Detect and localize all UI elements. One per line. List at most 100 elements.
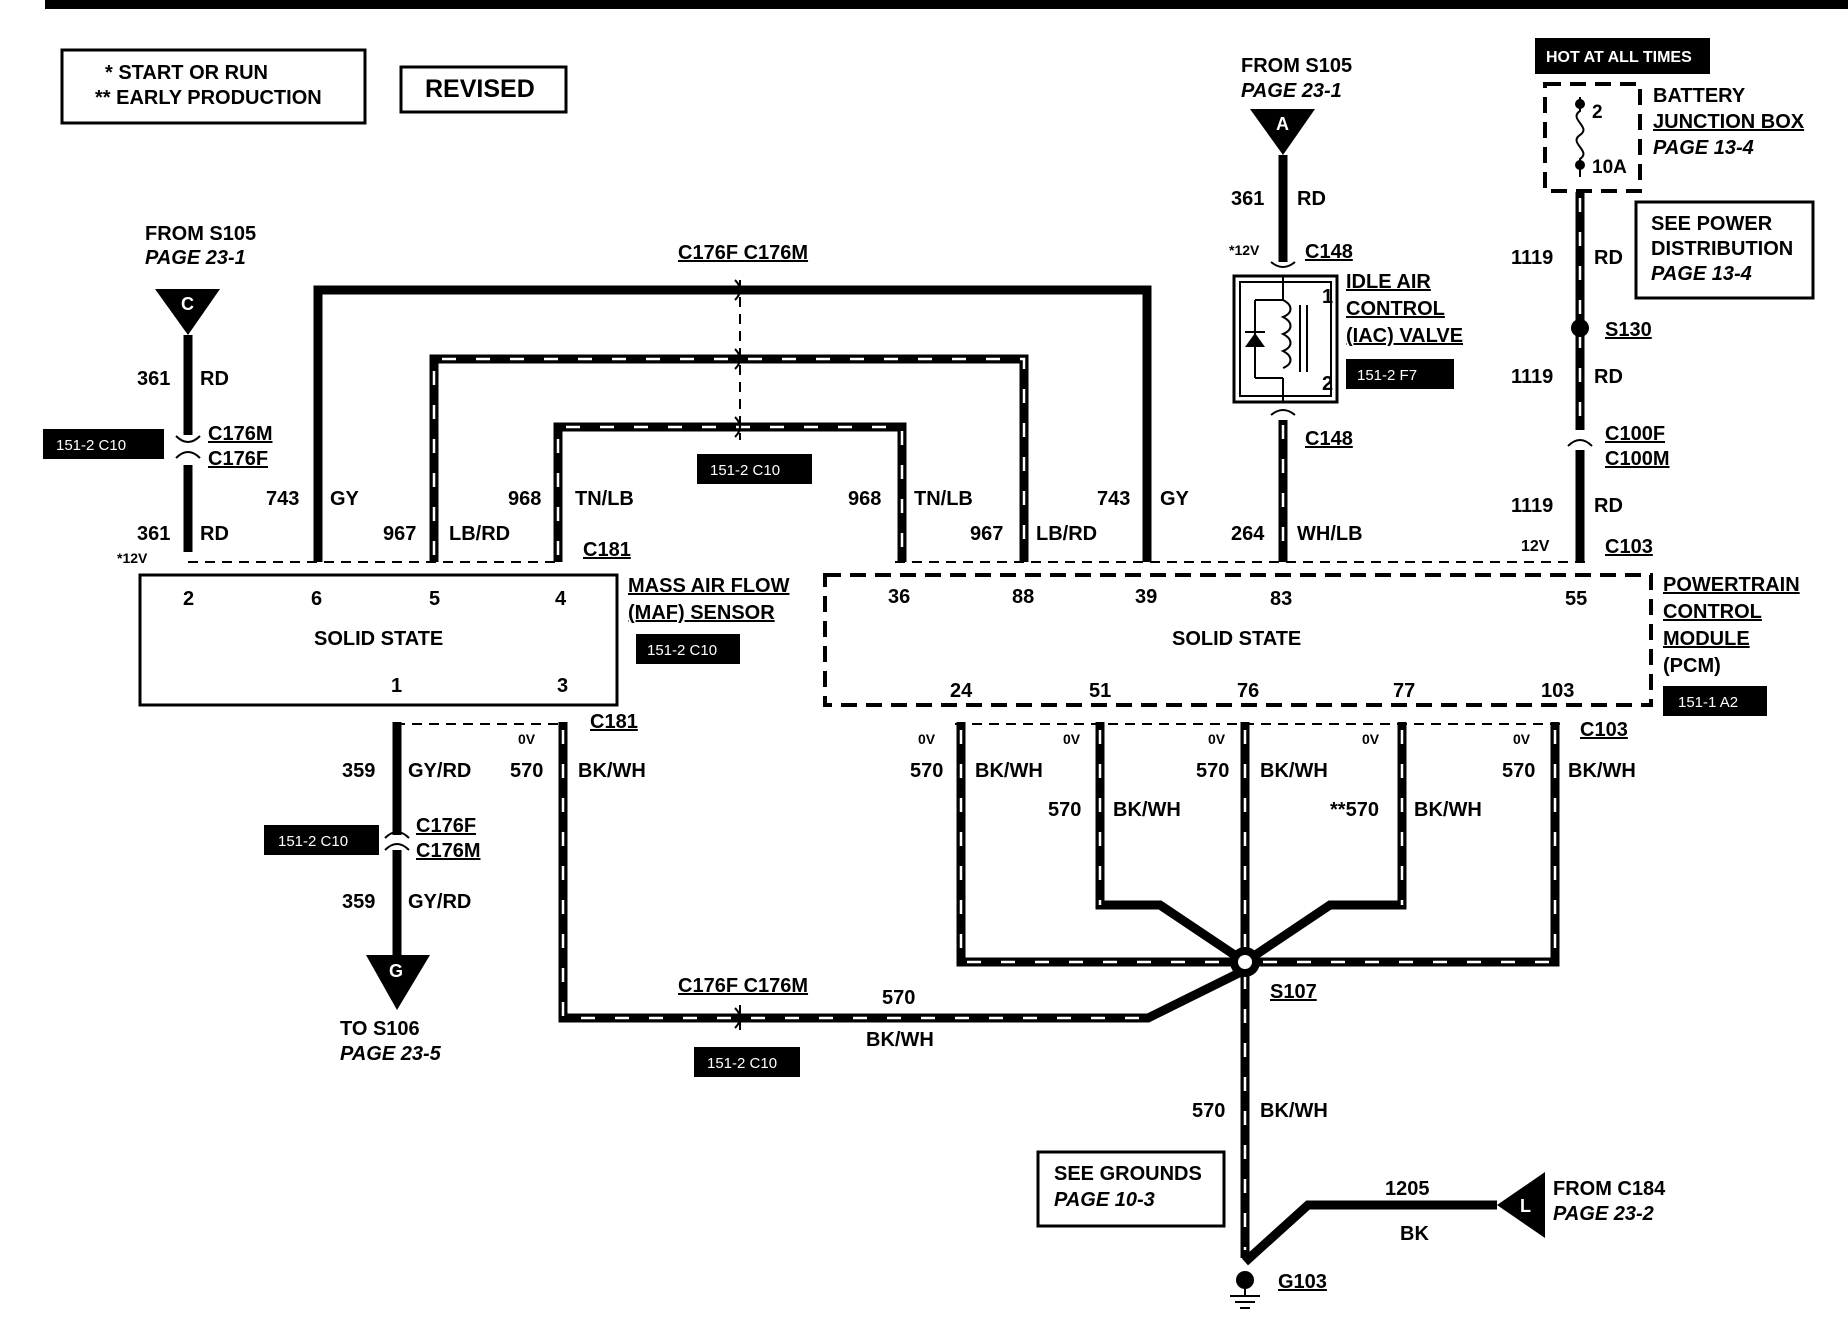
- label-pcm-l2: CONTROL: [1663, 601, 1762, 623]
- label-wires-tnlb: TN/LB: [575, 488, 634, 510]
- battery-junction-box: 2 10A BATTERY JUNCTION BOX PAGE 13-4: [1543, 82, 1805, 193]
- connector-g: G TO S106 PAGE 23-5: [340, 955, 442, 1065]
- label-maf-pins-5: 3: [557, 675, 568, 697]
- label-conn-c-from: FROM S105: [145, 223, 256, 245]
- label-voltages-v0: 0V: [1513, 731, 1531, 747]
- label-connectors-c148: C148: [1305, 428, 1353, 450]
- label-voltages-v0: 0V: [1063, 731, 1081, 747]
- label-voltages-v12s: *12V: [1229, 242, 1260, 258]
- connector-l: L FROM C184 PAGE 23-2: [1497, 1172, 1666, 1238]
- label-wires-n570: 570: [1502, 760, 1535, 782]
- label-maf-pins-0: 2: [183, 588, 194, 610]
- label-wires-rd: RD: [1594, 247, 1623, 269]
- label-conn-a-from: FROM S105: [1241, 55, 1352, 77]
- label-voltages-v0: 0V: [518, 731, 536, 747]
- label-conn-c-letter: C: [181, 294, 194, 314]
- label-pcm-pins-top-3: 83: [1270, 588, 1292, 610]
- legend-line-2: ** EARLY PRODUCTION: [95, 87, 322, 109]
- label-connectors-c181: C181: [583, 539, 631, 561]
- maf-title-2: (MAF) SENSOR: [628, 602, 775, 624]
- label-voltages-v0: 0V: [1362, 731, 1380, 747]
- label-wires-bkwh: BK/WH: [1568, 760, 1636, 782]
- label-voltages-v12: 12V: [1521, 538, 1550, 555]
- see-power-box: SEE POWER DISTRIBUTION PAGE 13-4: [1634, 200, 1815, 300]
- label-wires-bkwh: BK/WH: [1260, 1100, 1328, 1122]
- label-wires-bkwh: BK/WH: [1113, 799, 1181, 821]
- label-wires-n570: 570: [1192, 1100, 1225, 1122]
- hot-at-all-times-tag: HOT AT ALL TIMES: [1535, 38, 1710, 74]
- label-wires-n743: 743: [266, 488, 299, 510]
- label-pcm-pins-bottom-3: 77: [1393, 680, 1415, 702]
- label-wires-n1119: 1119: [1511, 495, 1553, 517]
- label-wires-n361: 361: [137, 523, 170, 545]
- label-pcm-pins-bottom-4: 103: [1541, 680, 1574, 702]
- label-maf-ref: 151-2 C10: [647, 642, 717, 659]
- label-pcm-pins-bottom-2: 76: [1237, 680, 1259, 702]
- label-wires-bkwh: BK/WH: [1260, 760, 1328, 782]
- label-battery-junction-box-l2: JUNCTION BOX: [1653, 111, 1805, 133]
- label-wires-n1119: 1119: [1511, 366, 1553, 388]
- label-maf-state: SOLID STATE: [314, 628, 443, 650]
- label-battery-junction-box-fuse-num: 2: [1592, 102, 1603, 123]
- maf-title-1: MASS AIR FLOW: [628, 575, 790, 597]
- label-connectors-c100f: C100F: [1605, 423, 1665, 445]
- label-wires-lbrd: LB/RD: [449, 523, 510, 545]
- label-conn-g-to: TO S106: [340, 1018, 420, 1040]
- legend-box: * START OR RUN ** EARLY PRODUCTION: [60, 48, 367, 125]
- label-pcm-pins-top-4: 55: [1565, 588, 1587, 610]
- label-connectors-s130: S130: [1605, 319, 1652, 341]
- label-wires-bkwh: BK/WH: [866, 1029, 934, 1051]
- connector-c-triangle: [155, 289, 220, 335]
- label-wires-n361: 361: [1231, 188, 1264, 210]
- label-conn-l-from: FROM C184: [1553, 1178, 1666, 1200]
- label-connectors-c176f: C176F: [208, 448, 268, 470]
- label-maf-pins-4: 1: [391, 675, 402, 697]
- label-wires-whlb: WH/LB: [1297, 523, 1363, 545]
- ref-tag-c176-bottom-left: 151-2 C10: [264, 825, 379, 855]
- connector-a: FROM S105 PAGE 23-1 A: [1241, 55, 1352, 155]
- label-iac-ref: 151-2 F7: [1357, 367, 1417, 384]
- label-wires-bkwh: BK/WH: [975, 760, 1043, 782]
- label-connectors-c181: C181: [590, 711, 638, 733]
- label-connectors-c148: C148: [1305, 241, 1353, 263]
- iac-title-1: IDLE AIR: [1346, 271, 1431, 293]
- label-wires-n359: 359: [342, 891, 375, 913]
- ref-tag-c176-bottom: 151-2 C10: [694, 1047, 800, 1077]
- label-see-grounds-page: PAGE 10-3: [1054, 1189, 1155, 1211]
- label-pcm-pins-top-1: 88: [1012, 586, 1034, 608]
- label-wires-gyrd: GY/RD: [408, 891, 471, 913]
- label-wires-rd: RD: [200, 523, 229, 545]
- label-connectors-c176f-c176m: C176F C176M: [678, 242, 808, 264]
- label-battery-junction-box-fuse-amp: 10A: [1592, 157, 1627, 178]
- pcm-module: 36 88 39 83 55 SOLID STATE 24 51 76 77 1…: [823, 573, 1800, 716]
- label-wires-rd: RD: [1594, 495, 1623, 517]
- label-wires-n1119: 1119: [1511, 247, 1553, 269]
- see-grounds-box: SEE GROUNDS PAGE 10-3: [1036, 1150, 1226, 1228]
- label-wires-gyrd: GY/RD: [408, 760, 471, 782]
- label-wires-n359: 359: [342, 760, 375, 782]
- label-wires-gy: GY: [330, 488, 360, 510]
- revised-label: REVISED: [425, 75, 535, 103]
- ref-tag-c176-left: 151-2 C10: [43, 429, 164, 459]
- label-wires-n1205: 1205: [1385, 1178, 1430, 1200]
- label-connectors-c176m: C176M: [208, 423, 272, 445]
- label-wires-n570: 570: [510, 760, 543, 782]
- label-wires-n570: 570: [1196, 760, 1229, 782]
- diode-icon: [1245, 333, 1265, 347]
- label-wires-rd: RD: [1297, 188, 1326, 210]
- label-see-power-l1: SEE POWER: [1651, 213, 1773, 235]
- iac-title-3: (IAC) VALVE: [1346, 325, 1463, 347]
- label-connectors-g103: G103: [1278, 1271, 1327, 1293]
- label-wires-n570: 570: [882, 987, 915, 1009]
- label-conn-l-letter: L: [1520, 1196, 1531, 1216]
- label-see-power-l2: DISTRIBUTION: [1651, 238, 1793, 260]
- label-voltages-v0: 0V: [1208, 731, 1226, 747]
- label-wires-n361: 361: [137, 368, 170, 390]
- label-pcm-pins-top-0: 36: [888, 586, 910, 608]
- label-conn-a-letter: A: [1276, 114, 1289, 134]
- label-connectors-c176m: C176M: [416, 840, 480, 862]
- label-pcm-pins-bottom-1: 51: [1089, 680, 1111, 702]
- ref-tag-c176-top: 151-2 C10: [697, 454, 812, 484]
- iac-title-2: CONTROL: [1346, 298, 1445, 320]
- label-battery-junction-box-l1: BATTERY: [1653, 85, 1746, 107]
